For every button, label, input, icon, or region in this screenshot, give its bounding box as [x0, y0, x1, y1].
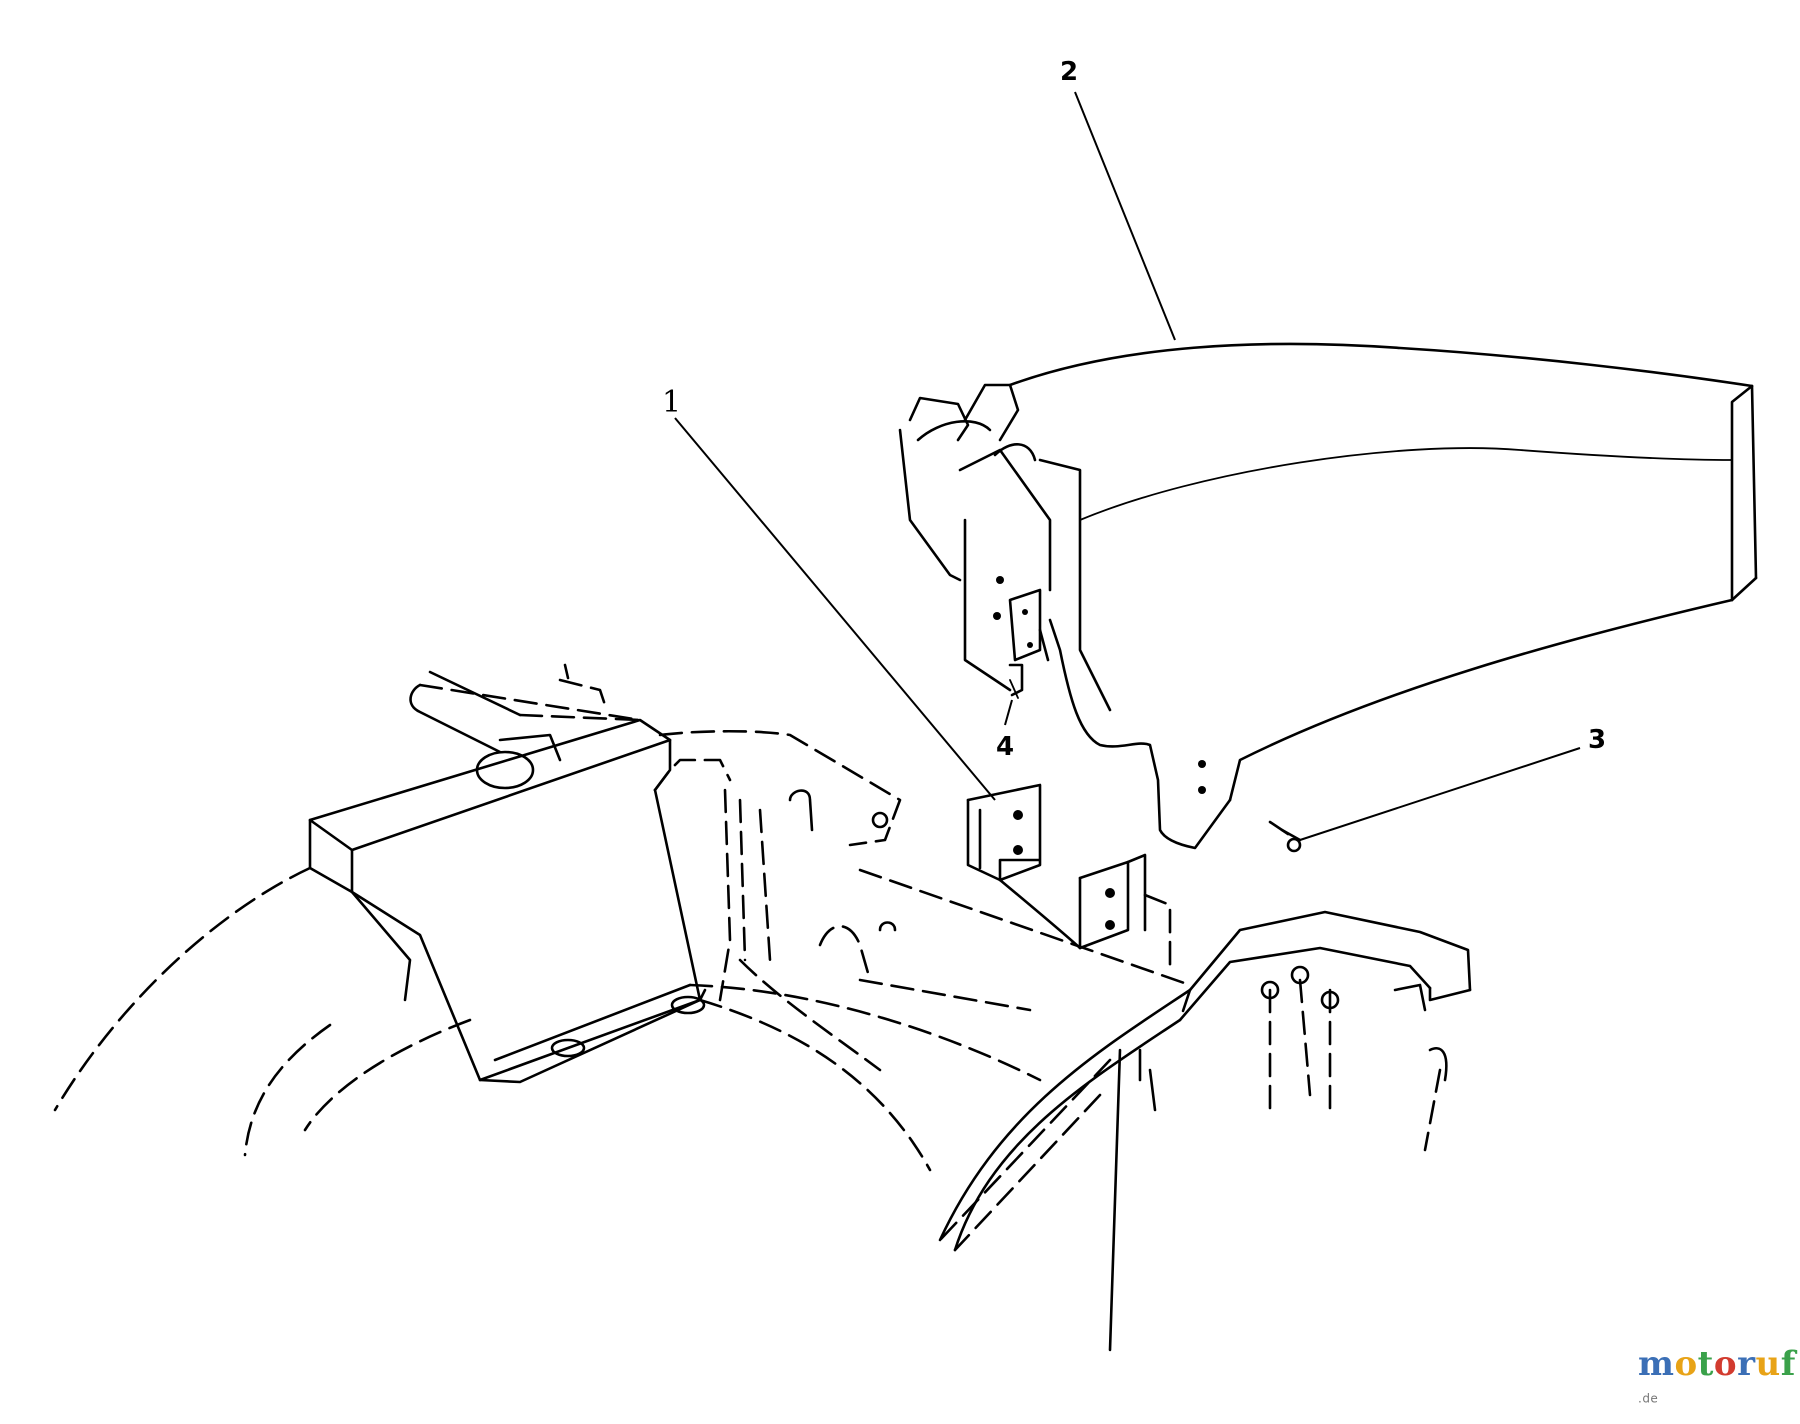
callout-2: 2	[1060, 57, 1078, 87]
watermark-logo: motoruf .de	[1638, 1344, 1800, 1424]
watermark-letter: f	[1780, 1344, 1796, 1384]
leader-line-1	[674, 417, 996, 801]
callout-3: 3	[1588, 725, 1606, 755]
handle-frame	[858, 868, 1472, 1352]
watermark-letter: m	[1638, 1344, 1675, 1384]
watermark-letter: r	[1737, 1344, 1756, 1384]
watermark-letter: o	[1674, 1344, 1698, 1384]
watermark-text: motoruf	[1638, 1344, 1796, 1384]
leader-line-4	[1004, 699, 1013, 726]
watermark-letter: u	[1755, 1344, 1781, 1384]
part-3-bolt	[1268, 820, 1302, 853]
part-2-discharge-chute	[898, 342, 1758, 850]
watermark-letter: t	[1697, 1344, 1714, 1384]
callout-1: 1	[662, 385, 681, 420]
leader-line-3	[1299, 747, 1581, 841]
exploded-view-drawing: 2 1 3 4	[53, 57, 1758, 1352]
callout-4: 4	[996, 732, 1014, 762]
watermark-suffix: .de	[1638, 1391, 1659, 1406]
mower-deck	[53, 729, 1042, 1172]
leader-line-2	[1074, 91, 1176, 341]
parts-diagram: 2 1 3 4	[53, 57, 1758, 1352]
deflector-housing	[308, 663, 707, 1084]
part-1-bracket	[966, 783, 1172, 967]
watermark-letter: o	[1713, 1344, 1738, 1384]
